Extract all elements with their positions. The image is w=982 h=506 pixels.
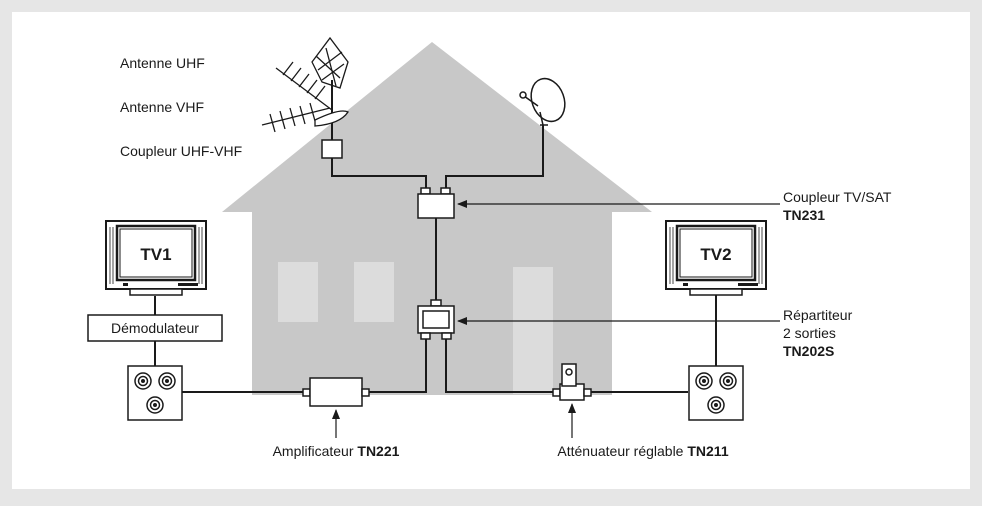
satellite-dish-icon <box>519 77 566 126</box>
wall-socket-right-icon <box>688 365 744 421</box>
uhf-vhf-coupler-icon <box>321 139 343 159</box>
demodulator-label: Démodulateur <box>111 320 199 336</box>
label-splitter-line1: Répartiteur <box>783 307 853 323</box>
label-attenuator-ref: TN211 <box>687 443 728 459</box>
amplifier-icon <box>302 377 370 407</box>
label-attenuator-text: Atténuateur réglable <box>557 443 687 459</box>
uhf-antenna-icon <box>275 36 349 111</box>
tv2-icon <box>665 220 767 296</box>
cables <box>154 125 717 393</box>
tvsat-coupler-icon <box>417 187 455 219</box>
label-amplifier-ref: TN221 <box>357 443 399 459</box>
label-antenna-vhf: Antenne VHF <box>120 99 204 115</box>
label-coupler-uhf-vhf: Coupleur UHF-VHF <box>120 143 242 159</box>
house-door-window <box>513 267 553 394</box>
label-splitter-ref: TN202S <box>783 343 834 359</box>
house-window-2 <box>354 262 394 322</box>
vhf-antenna-icon <box>261 102 349 133</box>
tv1-label: TV1 <box>140 245 171 264</box>
label-antenna-uhf: Antenne UHF <box>120 55 205 71</box>
label-coupler-tvsat: Coupleur TV/SAT <box>783 189 892 205</box>
demodulator-box <box>87 314 223 342</box>
attenuator-icon <box>552 363 592 401</box>
label-splitter-line2: 2 sorties <box>783 325 836 341</box>
wall-socket-left-icon <box>127 365 183 421</box>
label-amplifier: Amplificateur TN221 <box>273 443 400 459</box>
label-amplifier-text: Amplificateur <box>273 443 358 459</box>
arrows <box>332 200 780 438</box>
label-coupler-tvsat-ref: TN231 <box>783 207 825 223</box>
splitter-icon <box>417 299 455 340</box>
house-window-1 <box>278 262 318 322</box>
tv1-icon <box>105 220 207 296</box>
label-attenuator: Atténuateur réglable TN211 <box>557 443 728 459</box>
tv2-label: TV2 <box>700 245 731 264</box>
